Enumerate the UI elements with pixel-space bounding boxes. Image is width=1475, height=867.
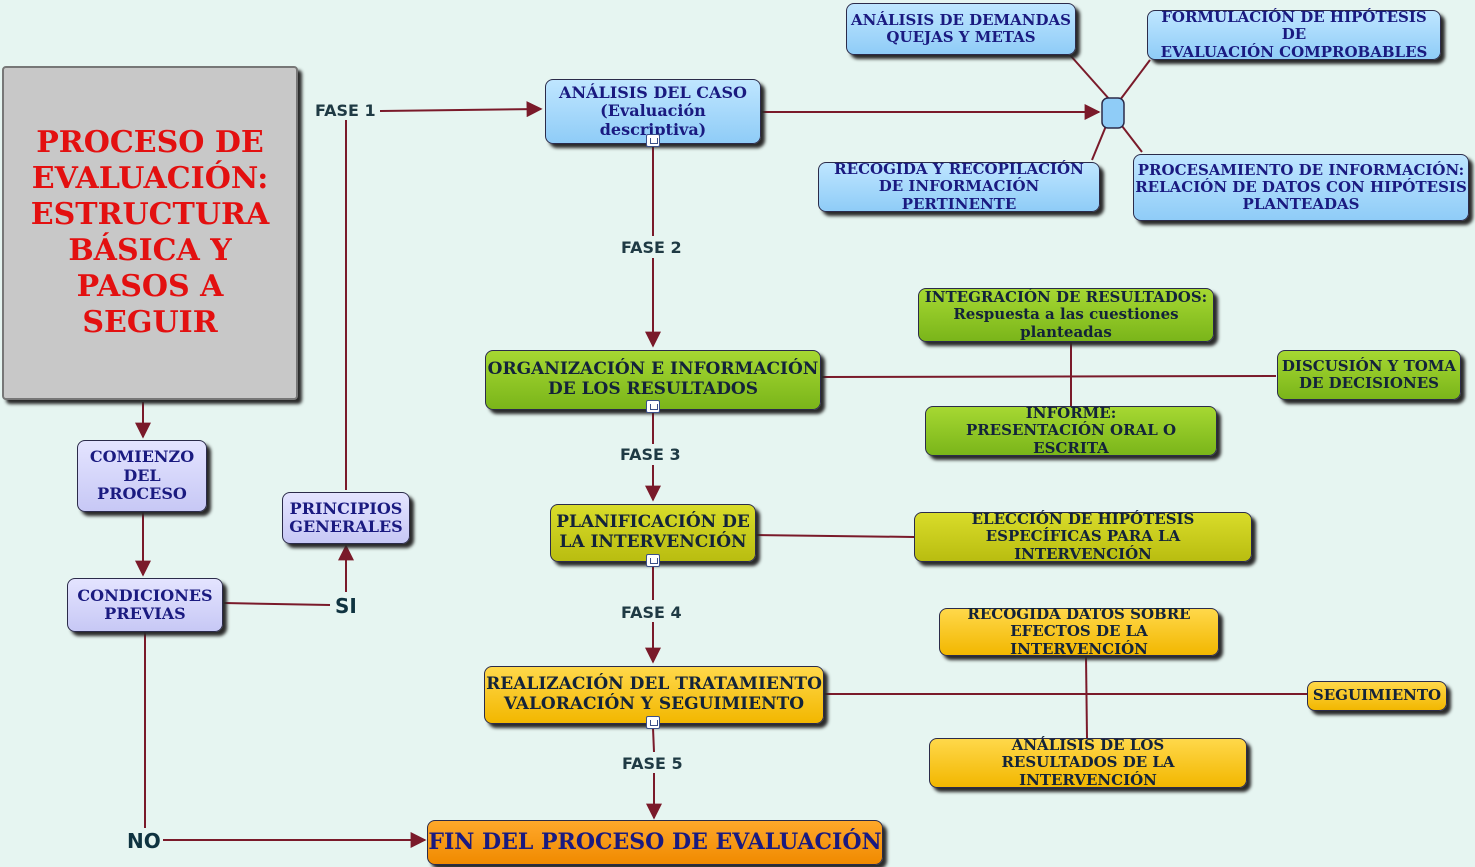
fase-2-label: FASE 2 [619, 238, 684, 257]
recogida-datos-node: RECOGIDA DATOS SOBRE EFECTOS DE LA INTER… [939, 606, 1219, 657]
submap-icon[interactable] [646, 554, 660, 567]
seguimiento-node: SEGUIMIENTO [1307, 681, 1447, 711]
submap-icon[interactable] [646, 134, 660, 147]
planificacion-intervencion-node: PLANIFICACIÓN DE LA INTERVENCIÓN [550, 504, 756, 562]
diagram-title: PROCESO DE EVALUACIÓN: ESTRUCTURA BÁSICA… [2, 66, 298, 400]
si-label: SI [333, 594, 359, 618]
principios-generales-node: PRINCIPIOS GENERALES [282, 492, 410, 544]
recogida-informacion-node: RECOGIDA Y RECOPILACIÓN DE INFORMACIÓN P… [818, 161, 1100, 212]
fase-5-label: FASE 5 [620, 754, 685, 773]
formulacion-hipotesis-node: FORMULACIÓN DE HIPÓTESIS DE EVALUACIÓN C… [1147, 9, 1441, 60]
condiciones-previas-node: CONDICIONES PREVIAS [67, 578, 223, 632]
discusion-decisiones-node: DISCUSIÓN Y TOMA DE DECISIONES [1277, 350, 1461, 400]
analisis-demandas-node: ANÁLISIS DE DEMANDAS QUEJAS Y METAS [846, 3, 1076, 55]
fase-3-label: FASE 3 [618, 445, 683, 464]
submap-icon[interactable] [646, 400, 660, 413]
fase-4-label: FASE 4 [619, 603, 684, 622]
fase-1-label: FASE 1 [313, 101, 378, 120]
fin-proceso-node: FIN DEL PROCESO DE EVALUACIÓN [427, 820, 883, 865]
integracion-resultados-node: INTEGRACIÓN DE RESULTADOS: Respuesta a l… [918, 288, 1214, 342]
eleccion-hipotesis-node: ELECCIÓN DE HIPÓTESIS ESPECÍFICAS PARA L… [914, 511, 1252, 562]
procesamiento-informacion-node: PROCESAMIENTO DE INFORMACIÓN: RELACIÓN D… [1133, 154, 1469, 221]
analisis-resultados-node: ANÁLISIS DE LOS RESULTADOS DE LA INTERVE… [929, 737, 1247, 788]
analisis-del-caso-node: ANÁLISIS DEL CASO (Evaluación descriptiv… [545, 79, 761, 144]
informe-node: INFORME: PRESENTACIÓN ORAL O ESCRITA [925, 405, 1217, 456]
submap-icon[interactable] [646, 716, 660, 729]
comienzo-del-proceso-node: COMIENZO DEL PROCESO [77, 440, 207, 512]
no-label: NO [125, 829, 163, 853]
realizacion-tratamiento-node: REALIZACIÓN DEL TRATAMIENTO VALORACIÓN Y… [484, 666, 824, 724]
